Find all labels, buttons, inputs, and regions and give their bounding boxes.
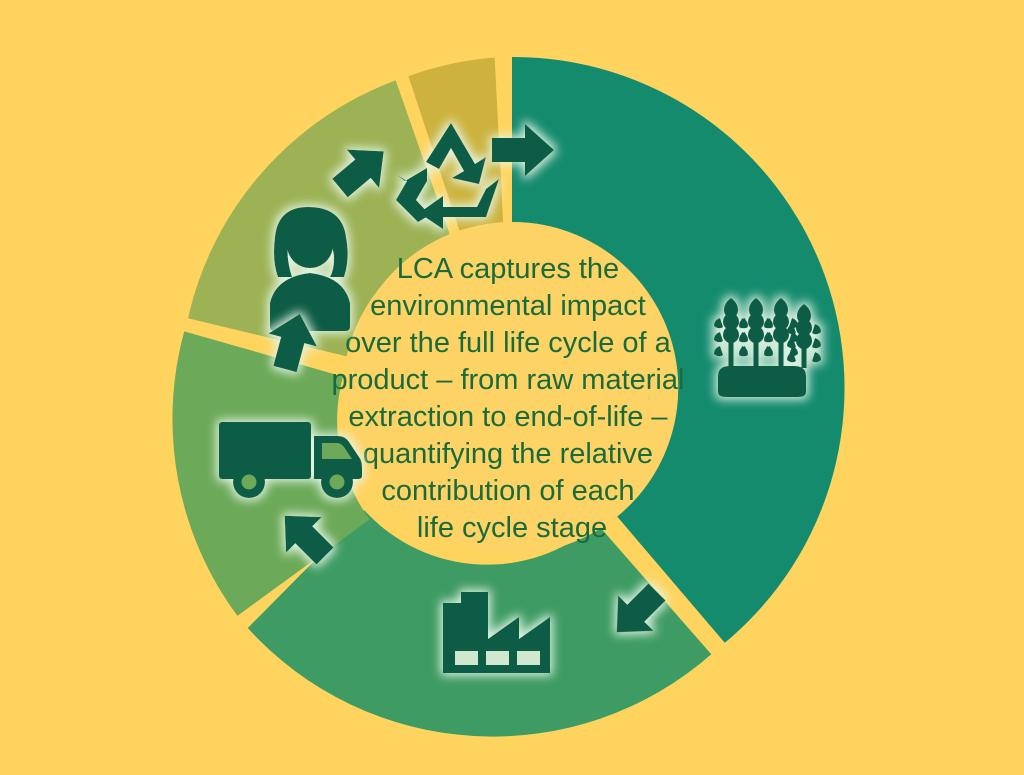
person-consumer-icon [270, 207, 350, 331]
flow-arrows [268, 124, 666, 633]
delivery-truck-icon [219, 422, 362, 498]
center-circle [346, 222, 678, 554]
factory-icon [443, 592, 550, 673]
recycling-icon [396, 123, 499, 229]
wheat-crops-icon [714, 298, 821, 397]
segment-raw-materials[interactable] [512, 56, 845, 643]
arrow-to-use [268, 313, 317, 373]
arrow-to-transport [284, 515, 334, 565]
center-description: LCA captures the environmental impact ov… [331, 253, 692, 544]
arrow-to-manufacturing [616, 583, 666, 633]
arrow-to-recycling [332, 149, 384, 198]
arrow-to-raw-materials [492, 124, 554, 176]
segment-icons [219, 123, 821, 673]
